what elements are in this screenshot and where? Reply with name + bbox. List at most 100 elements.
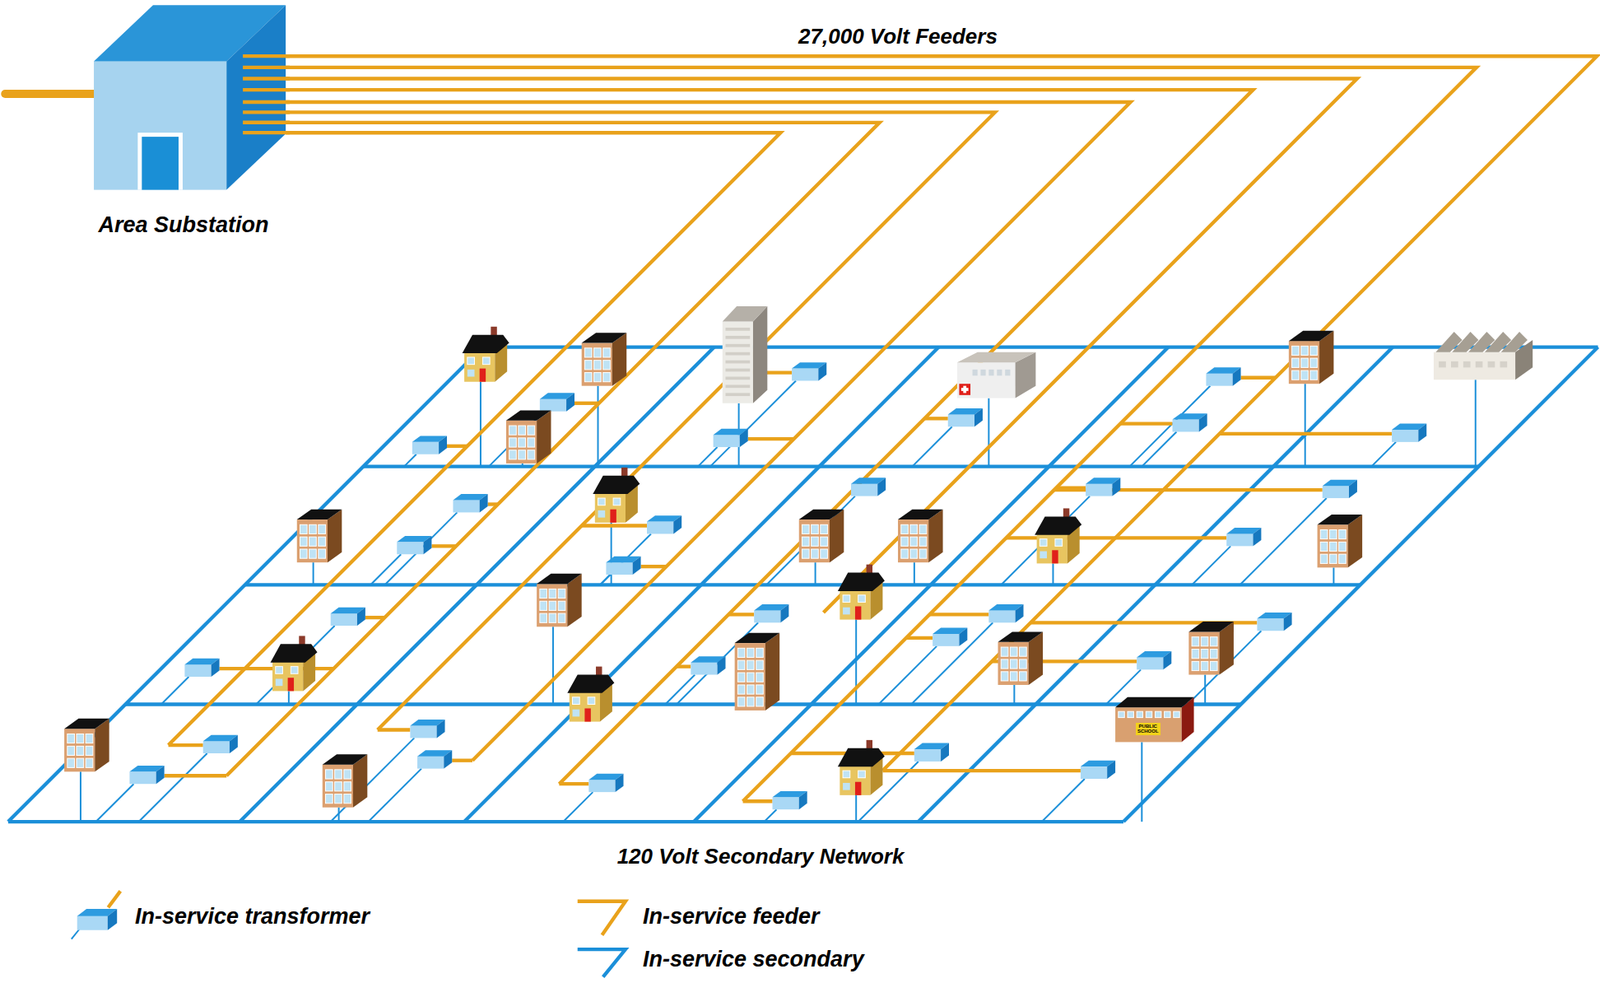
window-band bbox=[725, 335, 750, 340]
window bbox=[334, 781, 343, 791]
service-drop bbox=[479, 381, 482, 467]
service-drop bbox=[600, 574, 610, 585]
window bbox=[1488, 361, 1496, 368]
tower-side bbox=[753, 306, 768, 404]
transformer-side bbox=[443, 749, 452, 768]
window bbox=[518, 450, 526, 460]
window bbox=[318, 548, 326, 559]
node-label: Area Substation bbox=[97, 212, 269, 238]
transformer-front bbox=[713, 434, 740, 447]
transformer-icon bbox=[1322, 479, 1358, 498]
window bbox=[1339, 553, 1347, 563]
feeder-cable bbox=[285, 89, 1253, 784]
transformer-icon bbox=[948, 408, 983, 427]
window bbox=[558, 588, 566, 598]
transformer-icon bbox=[330, 607, 366, 626]
building bbox=[957, 352, 1036, 399]
feeder-stub bbox=[242, 110, 290, 114]
transformer-icon bbox=[588, 773, 624, 792]
building bbox=[799, 509, 845, 563]
transformer-side bbox=[1283, 612, 1293, 631]
feeder-branch bbox=[446, 444, 468, 448]
house-wall bbox=[839, 588, 870, 619]
service-drop bbox=[911, 622, 993, 704]
window bbox=[1136, 711, 1143, 717]
transformer-side bbox=[632, 556, 642, 575]
window bbox=[1004, 369, 1010, 376]
window bbox=[309, 548, 317, 559]
transformer-icon bbox=[1256, 612, 1292, 631]
window bbox=[858, 770, 866, 778]
red-cross bbox=[958, 383, 971, 396]
feeder-branch bbox=[377, 727, 411, 731]
feeders bbox=[164, 55, 1598, 801]
window bbox=[613, 497, 621, 506]
window bbox=[801, 536, 810, 546]
window bbox=[1310, 358, 1318, 368]
house-roof bbox=[270, 643, 318, 662]
window bbox=[1200, 649, 1209, 659]
window bbox=[1301, 358, 1309, 368]
feeder-cable bbox=[285, 102, 1131, 761]
window bbox=[1500, 361, 1508, 368]
window bbox=[1019, 646, 1028, 656]
transformer-icon bbox=[1226, 527, 1261, 546]
door bbox=[1051, 549, 1058, 563]
window bbox=[67, 758, 75, 768]
window bbox=[1173, 711, 1180, 717]
transformer-front bbox=[948, 413, 975, 427]
apartment-front bbox=[734, 642, 766, 711]
building bbox=[1188, 621, 1234, 675]
service-drop bbox=[1191, 545, 1231, 585]
building bbox=[722, 306, 768, 404]
transformer-side bbox=[739, 428, 749, 447]
window bbox=[587, 697, 596, 705]
service-drop bbox=[610, 522, 613, 586]
building bbox=[1034, 507, 1082, 563]
feeder-cable bbox=[285, 67, 1477, 801]
transformer-icon bbox=[753, 604, 789, 623]
window bbox=[1191, 649, 1200, 659]
service-drop bbox=[79, 771, 82, 822]
service-drop bbox=[384, 511, 457, 585]
door bbox=[479, 368, 486, 382]
transformer-icon bbox=[1391, 423, 1427, 442]
apartment-front bbox=[297, 519, 328, 563]
transformer-side bbox=[566, 392, 575, 411]
window bbox=[76, 733, 84, 743]
window bbox=[1019, 659, 1028, 669]
feeder-branch bbox=[431, 544, 456, 548]
transformer-side bbox=[717, 655, 726, 675]
transformer-side bbox=[940, 743, 949, 762]
window bbox=[811, 536, 819, 546]
transformer-side bbox=[211, 658, 220, 677]
window bbox=[1329, 553, 1337, 563]
window bbox=[1154, 711, 1161, 717]
window bbox=[1209, 649, 1218, 659]
school-roof bbox=[1115, 697, 1194, 707]
transformer-side bbox=[958, 627, 968, 647]
apartment-front bbox=[897, 519, 929, 563]
transformer-side bbox=[423, 535, 433, 554]
window bbox=[527, 437, 535, 447]
window bbox=[467, 357, 475, 365]
window bbox=[919, 524, 927, 534]
window bbox=[344, 794, 352, 804]
transformer-side bbox=[1106, 760, 1116, 779]
building bbox=[581, 332, 628, 386]
transformer-icon bbox=[452, 493, 488, 512]
feeder-branch bbox=[924, 416, 949, 420]
transformer-icon bbox=[412, 435, 447, 454]
house-roof bbox=[837, 572, 885, 591]
window bbox=[275, 679, 284, 687]
service-drop bbox=[697, 446, 718, 467]
transformer-front bbox=[605, 562, 633, 575]
window bbox=[1000, 646, 1009, 656]
transformer-side bbox=[479, 493, 489, 512]
window bbox=[539, 588, 548, 598]
apartment-front bbox=[581, 343, 613, 387]
hospital-roof bbox=[957, 352, 1036, 363]
apartment-roof bbox=[506, 409, 552, 420]
window bbox=[756, 672, 764, 682]
transformer-icon bbox=[77, 908, 117, 931]
